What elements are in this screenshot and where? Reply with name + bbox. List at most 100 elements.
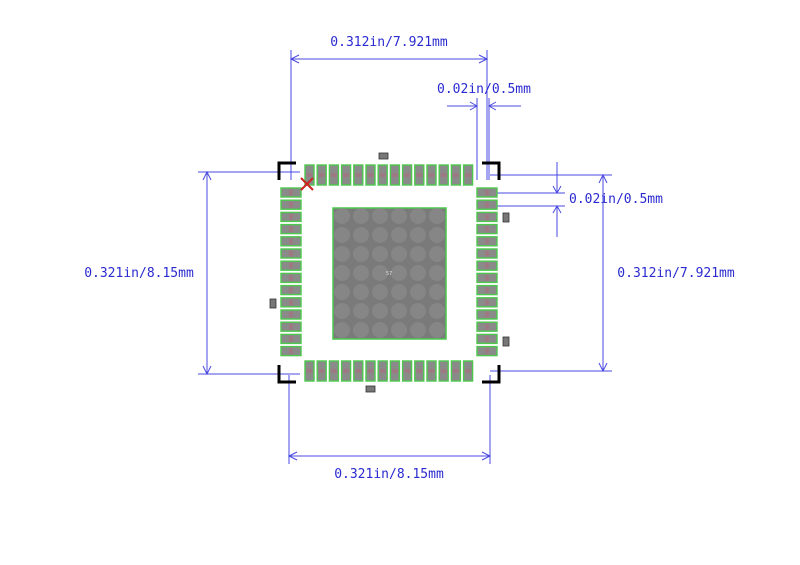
thermal-via [334, 208, 350, 224]
thermal-via [391, 322, 407, 338]
pad-left-mark [289, 287, 293, 294]
thermal-via [410, 265, 426, 281]
pad-right-mark [485, 299, 489, 306]
pad-left-mark [289, 323, 293, 330]
thermal-via [410, 246, 426, 262]
pad-right-mark [485, 226, 489, 233]
pad-bottom-mark [318, 369, 325, 373]
courtyard-corners [277, 161, 501, 384]
pad-left-mark [289, 189, 293, 196]
thermal-via [334, 265, 350, 281]
thermal-via [391, 303, 407, 319]
thermal-via [429, 265, 445, 281]
pad-right-mark [485, 262, 489, 269]
thermal-via [334, 227, 350, 243]
pad-bottom-mark [306, 369, 313, 373]
thermal-via [372, 322, 388, 338]
thermal-via [410, 284, 426, 300]
marker-right-bottom [502, 336, 510, 347]
thermal-via [429, 227, 445, 243]
pad-right-mark [485, 274, 489, 281]
pad-left-mark [289, 335, 293, 342]
pad-top-mark [318, 173, 325, 177]
pad-bottom-mark [379, 369, 386, 373]
pad-top-mark [465, 173, 472, 177]
pads-left-column [280, 187, 302, 357]
pad-top-mark [306, 173, 313, 177]
pad-bottom-mark [367, 369, 374, 373]
pad-top-mark [330, 173, 337, 177]
pad-bottom-mark [428, 369, 435, 373]
pad-bottom-mark [404, 369, 411, 373]
pad-left-mark [289, 299, 293, 306]
pad-left-mark [289, 274, 293, 281]
dim-pitch-right: 0.02in/0.5mm [490, 162, 663, 237]
thermal-via [391, 246, 407, 262]
pad-right-mark [485, 213, 489, 220]
pad-bottom-mark [465, 369, 472, 373]
pad-left-mark [289, 201, 293, 208]
thermal-via [372, 303, 388, 319]
pad-left-mark [289, 262, 293, 269]
thermal-via [429, 322, 445, 338]
dim-pitch-top-label: 0.02in/0.5mm [437, 82, 531, 97]
pad-left-mark [289, 311, 293, 318]
thermal-via [391, 227, 407, 243]
dim-bottom-width-label: 0.321in/8.15mm [334, 467, 444, 482]
thermal-via [429, 303, 445, 319]
pad-left-mark [289, 250, 293, 257]
thermal-via [391, 284, 407, 300]
thermal-via [429, 208, 445, 224]
pin1-marker [300, 177, 314, 191]
pad-top-mark [391, 173, 398, 177]
thermal-via [410, 208, 426, 224]
thermal-via [410, 322, 426, 338]
thermal-via [353, 208, 369, 224]
pad-bottom-mark [440, 369, 447, 373]
thermal-via [353, 284, 369, 300]
thermal-via [429, 246, 445, 262]
thermal-vias [334, 208, 445, 338]
pad-right-mark [485, 311, 489, 318]
dim-pitch-top: 0.02in/0.5mm [437, 82, 531, 180]
thermal-via [410, 303, 426, 319]
pad-top-mark [440, 173, 447, 177]
thermal-via [353, 265, 369, 281]
pad-top-mark [452, 173, 459, 177]
marker-bottom [365, 385, 376, 393]
pad-right-mark [485, 238, 489, 245]
pads-top-row [304, 164, 474, 186]
marker-left [269, 298, 277, 309]
thermal-via [429, 284, 445, 300]
marker-right-top [502, 212, 510, 223]
pad-bottom-mark [452, 369, 459, 373]
thermal-via [334, 246, 350, 262]
pads-right-column [476, 187, 498, 357]
thermal-via [353, 227, 369, 243]
pad-bottom-mark [416, 369, 423, 373]
pad-right-mark [485, 250, 489, 257]
pad-top-mark [379, 173, 386, 177]
thermal-via [372, 265, 388, 281]
pad-left-mark [289, 348, 293, 355]
thermal-via [372, 227, 388, 243]
dim-right-height: 0.312in/7.921mm [490, 173, 735, 373]
pad-bottom-mark [355, 369, 362, 373]
pad-top-mark [367, 173, 374, 177]
pad-right-mark [485, 323, 489, 330]
pad-left-mark [289, 226, 293, 233]
pads-bottom-row [304, 360, 474, 382]
dim-top-width: 0.312in/7.921mm [289, 35, 489, 180]
pad-top-mark [343, 173, 350, 177]
thermal-via [353, 303, 369, 319]
pad-top-mark [416, 173, 423, 177]
thermal-via [372, 246, 388, 262]
pad-bottom-mark [343, 369, 350, 373]
pad-top-mark [428, 173, 435, 177]
dim-bottom-width: 0.321in/8.15mm [287, 375, 492, 482]
pad-right-mark [485, 348, 489, 355]
pad-bottom-mark [330, 369, 337, 373]
thermal-via [334, 303, 350, 319]
thermal-pad: 57 [332, 207, 447, 340]
